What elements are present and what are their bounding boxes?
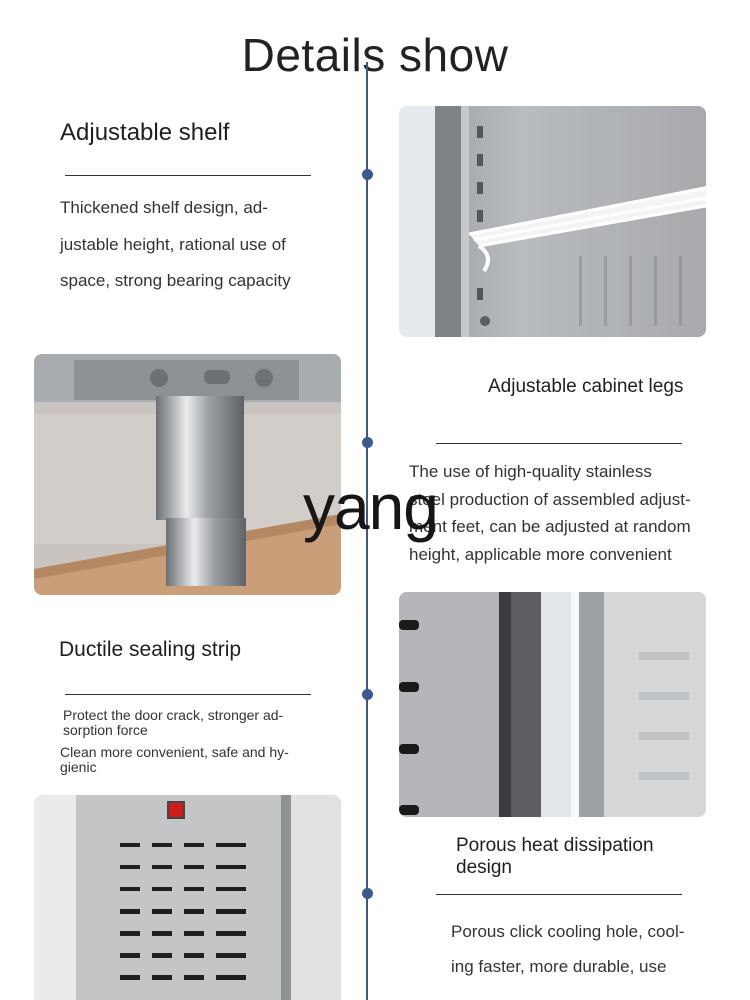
timeline-dot <box>362 689 373 700</box>
section-body-sealing-strip-2: Clean more convenient, safe and hy- gien… <box>60 745 340 775</box>
body-line: ing faster, more durable, use <box>451 957 667 976</box>
body-line: Thickened shelf design, ad- <box>60 198 268 217</box>
section-body-heat-dissipation: Porous click cooling hole, cool- ing fas… <box>451 914 741 984</box>
photo-sealing-strip <box>399 592 706 817</box>
body-line: The use of high-quality stainless <box>409 462 652 481</box>
section-divider <box>65 175 311 176</box>
photo-heat-dissipation <box>34 795 341 1000</box>
photo-adjustable-shelf <box>399 106 706 337</box>
body-line: space, strong bearing capacity <box>60 271 291 290</box>
body-line: steel production of assembled adjust- <box>409 489 691 509</box>
page-title: Details show <box>241 29 509 81</box>
section-body-sealing-strip-1: Protect the door crack, stronger ad- sor… <box>63 708 343 738</box>
body-line: gienic <box>60 759 97 775</box>
timeline-line <box>366 62 368 1000</box>
section-heading-adjustable-shelf: Adjustable shelf <box>60 119 230 146</box>
section-divider <box>436 894 682 895</box>
section-body-cabinet-legs: The use of high-quality stainless steel … <box>409 458 739 568</box>
section-divider <box>65 694 311 695</box>
body-line: Porous click cooling hole, cool- <box>451 922 685 941</box>
body-line: ment feet, can be adjusted at random <box>409 517 691 536</box>
body-line: justable height, rational use of <box>60 234 286 254</box>
timeline-dot <box>362 169 373 180</box>
section-body-adjustable-shelf: Thickened shelf design, ad- justable hei… <box>60 190 350 300</box>
section-heading-cabinet-legs: Adjustable cabinet legs <box>488 376 684 397</box>
section-divider <box>436 443 682 444</box>
section-heading-sealing-strip: Ductile sealing strip <box>59 638 242 661</box>
body-line: Clean more convenient, safe and hy- <box>60 744 289 760</box>
photo-cabinet-leg <box>34 354 341 595</box>
body-line: sorption force <box>63 722 148 738</box>
body-line: Protect the door crack, stronger ad- <box>63 707 284 723</box>
body-line: height, applicable more convenient <box>409 544 672 564</box>
timeline-dot <box>362 437 373 448</box>
watermark-text: yang <box>303 471 439 543</box>
section-heading-heat-dissipation: Porous heat dissipation design <box>456 835 654 878</box>
timeline-dot <box>362 888 373 899</box>
